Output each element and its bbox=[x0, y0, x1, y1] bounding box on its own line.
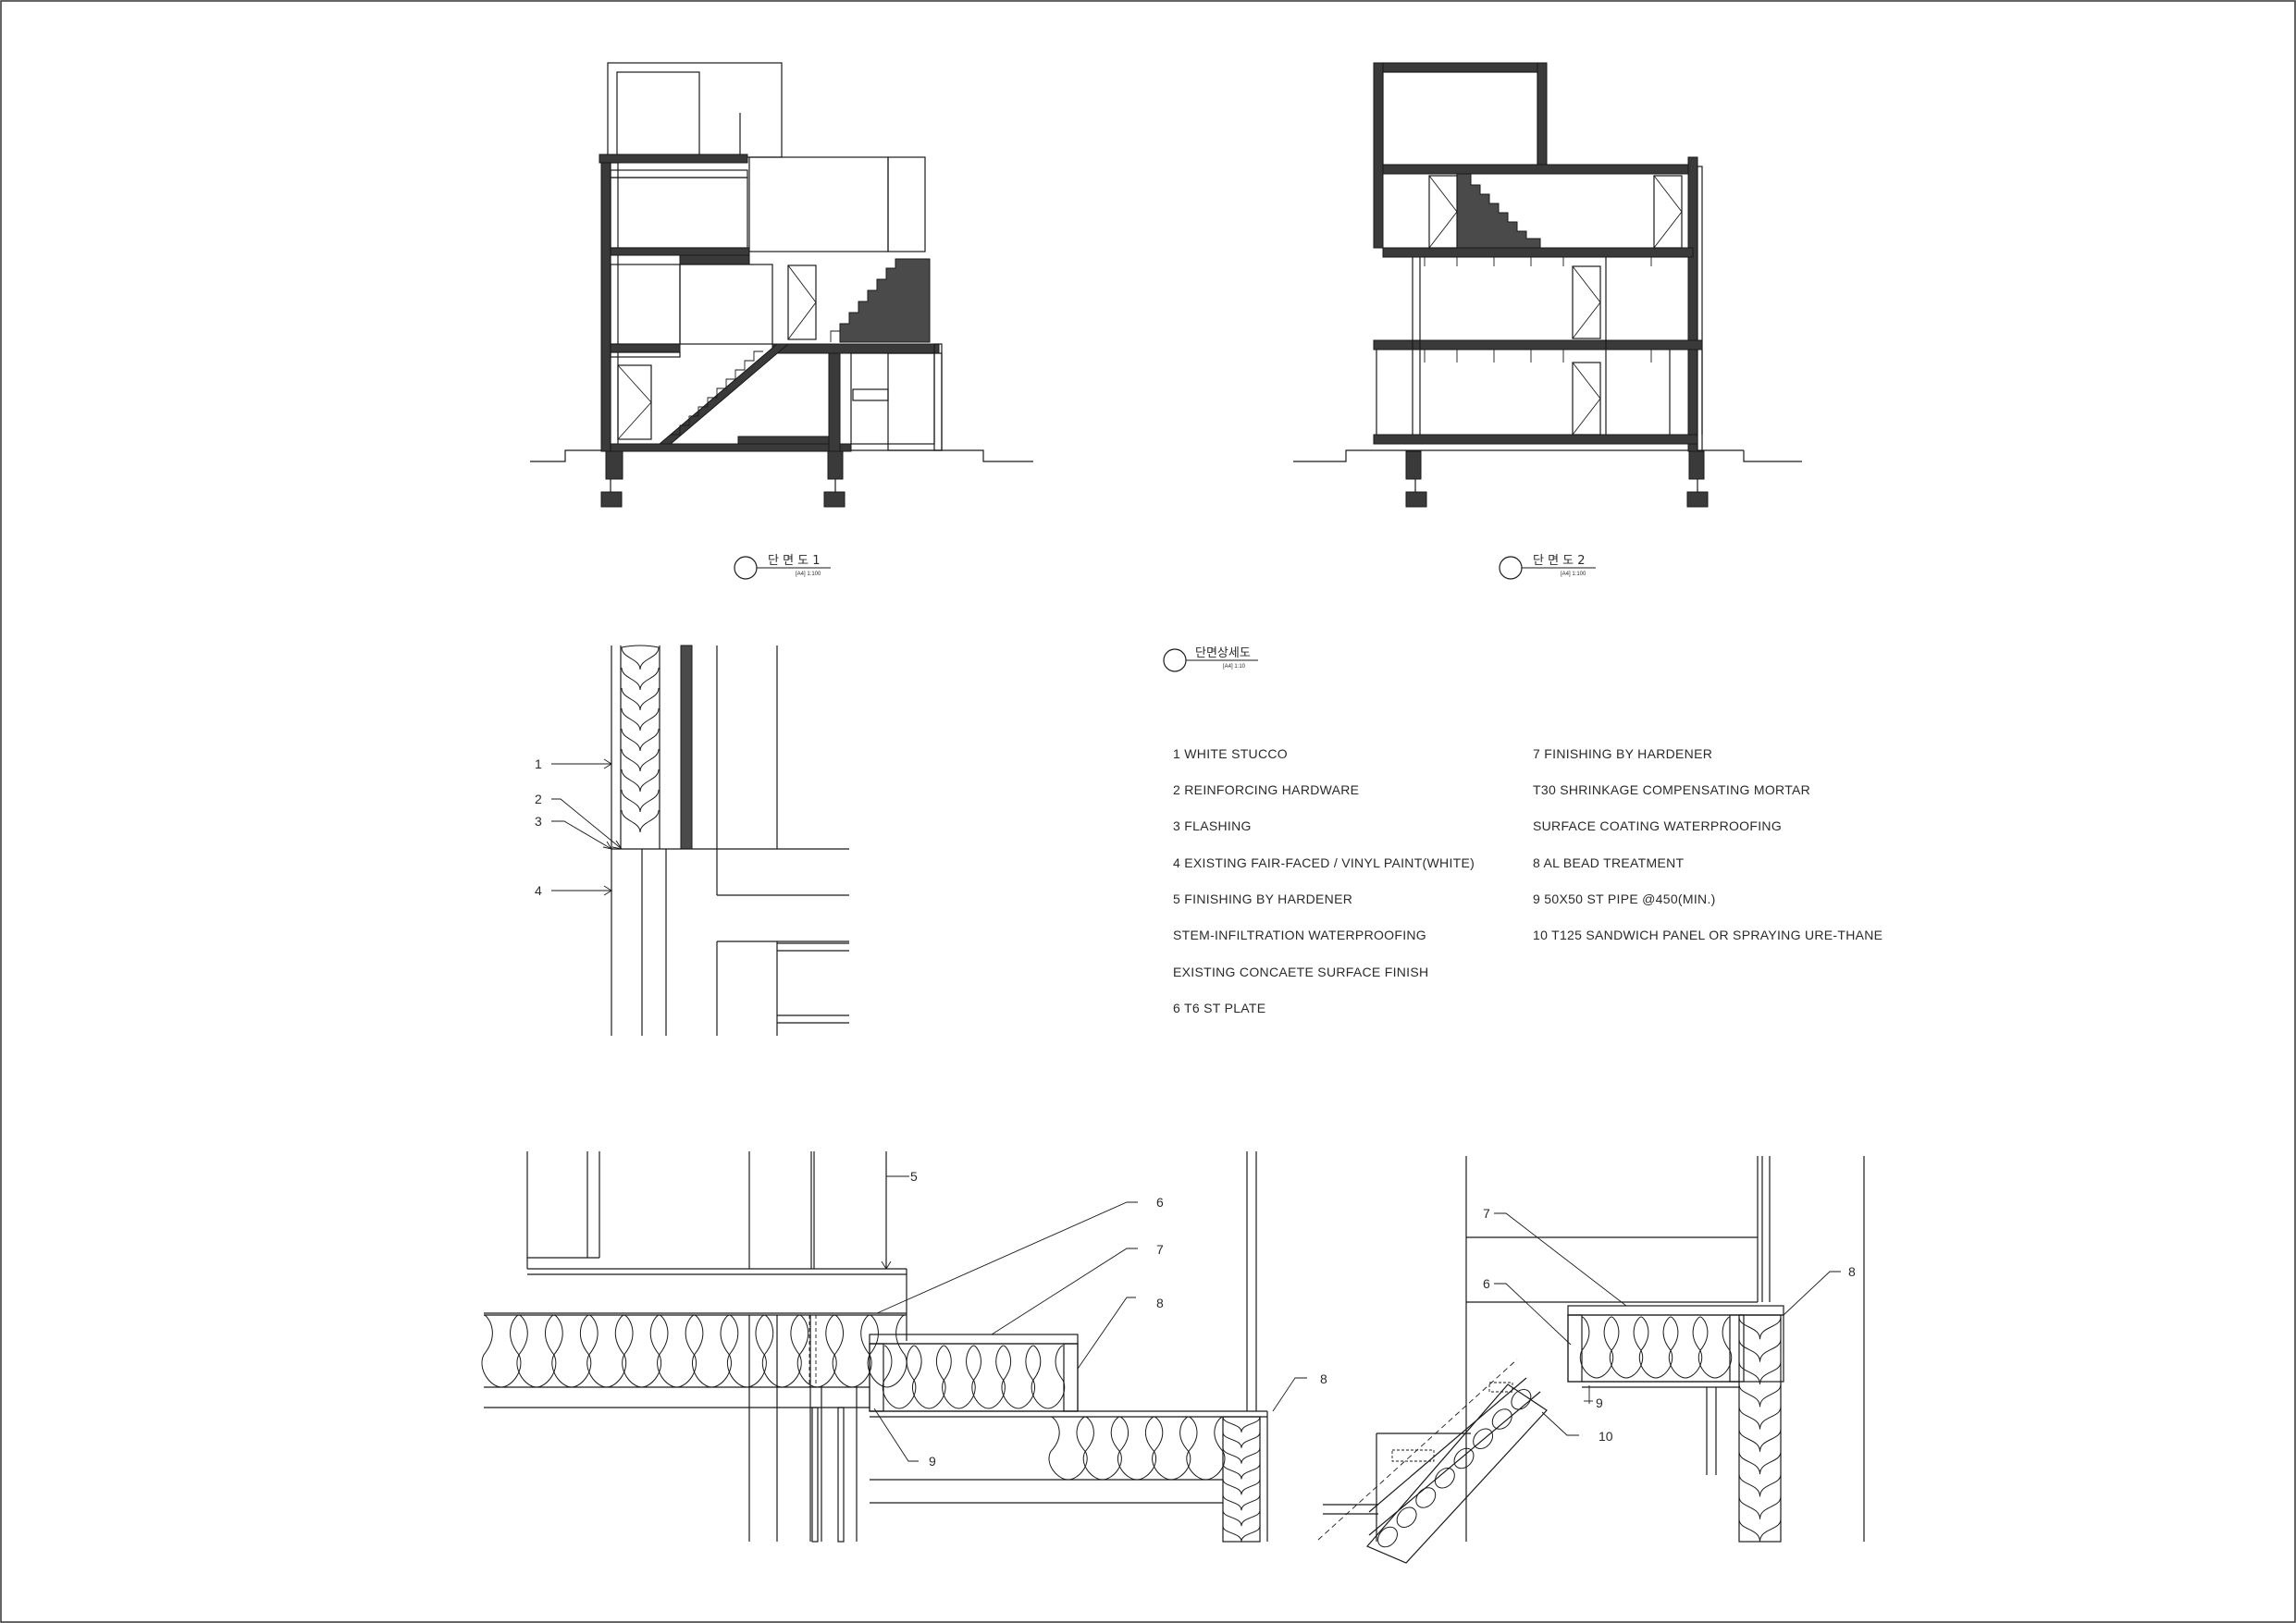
insulation-cell bbox=[1222, 1463, 1261, 1480]
wall-base-detail: 1 2 3 4 bbox=[535, 645, 849, 1036]
insulation-cell bbox=[1222, 1494, 1261, 1511]
insulation-cell bbox=[516, 1314, 557, 1388]
insulation-cell bbox=[832, 1314, 872, 1388]
insulation-cell bbox=[1396, 1506, 1417, 1529]
insulation-cell bbox=[1453, 1447, 1475, 1469]
section-2-title-text: 단 면 도 2 bbox=[1533, 554, 1586, 568]
insulation-cell bbox=[1738, 1496, 1782, 1519]
section-2-title: 단 면 도 2 [A4] 1:100 bbox=[1499, 554, 1596, 580]
insulation-cell bbox=[1434, 1467, 1455, 1489]
callout-8: 8 bbox=[1156, 1296, 1164, 1310]
insulation-cell bbox=[586, 1314, 627, 1388]
note-line: 9 50X50 ST PIPE @450(MIN.) bbox=[1533, 891, 1716, 906]
callout-1: 1 bbox=[535, 756, 542, 771]
stair-step-detail: 7 6 8 9 10 bbox=[1317, 1156, 1865, 1564]
callout-4: 4 bbox=[535, 883, 542, 898]
insulation-cell bbox=[1738, 1383, 1782, 1408]
insulation-cell bbox=[1222, 1432, 1261, 1448]
insulation-cell bbox=[1738, 1407, 1782, 1430]
note-line: 3 FLASHING bbox=[1173, 818, 1252, 833]
section-2-scale: [A4] 1:100 bbox=[1561, 572, 1586, 577]
callout-10: 10 bbox=[1599, 1429, 1613, 1444]
note-line: T30 SHRINKAGE COMPENSATING MORTAR bbox=[1533, 782, 1810, 797]
insulation-cell bbox=[1697, 1316, 1733, 1379]
note-line: STEM-INFILTRATION WATERPROOFING bbox=[1173, 928, 1426, 942]
callout-2: 2 bbox=[535, 792, 542, 806]
note-line: 5 FINISHING BY HARDENER bbox=[1173, 891, 1352, 906]
insulation-cell bbox=[1638, 1316, 1673, 1379]
insulation-cell bbox=[1511, 1388, 1532, 1410]
insulation-cell bbox=[1738, 1474, 1782, 1497]
insulation-cell bbox=[1048, 1416, 1088, 1481]
insulation-cell bbox=[727, 1314, 767, 1388]
insulation-cell bbox=[1031, 1345, 1066, 1409]
section-drawing-1 bbox=[530, 62, 1033, 508]
insulation-cell bbox=[1082, 1416, 1122, 1481]
insulation-cell bbox=[1222, 1526, 1261, 1543]
insulation-cell bbox=[1377, 1526, 1398, 1548]
note-line: 2 REINFORCING HARDWARE bbox=[1173, 782, 1359, 797]
note-line: EXISTING CONCAETE SURFACE FINISH bbox=[1173, 965, 1428, 979]
insulation-cell bbox=[1415, 1487, 1437, 1508]
callout-8b: 8 bbox=[1320, 1371, 1327, 1386]
insulation-cell bbox=[1473, 1428, 1494, 1450]
insulation-cell bbox=[1491, 1408, 1512, 1430]
insulation-cell bbox=[1117, 1416, 1156, 1481]
detail-scale: [A4] 1:10 bbox=[1223, 664, 1246, 670]
detail-title-text: 단면상세도 bbox=[1195, 646, 1251, 660]
insulation-cell bbox=[971, 1345, 1006, 1409]
note-line: SURFACE COATING WATERPROOFING bbox=[1533, 818, 1782, 833]
callout-9: 9 bbox=[929, 1454, 936, 1469]
callout-3: 3 bbox=[535, 814, 542, 829]
insulation-cell bbox=[1609, 1316, 1644, 1379]
insulation-cell bbox=[1152, 1416, 1191, 1481]
insulation-cell bbox=[692, 1314, 732, 1388]
insulation-cell bbox=[1186, 1416, 1226, 1481]
note-line: 8 AL BEAD TREATMENT bbox=[1533, 855, 1685, 870]
note-line: 6 T6 ST PLATE bbox=[1173, 1001, 1265, 1015]
insulation-cell bbox=[761, 1314, 802, 1388]
insulation-cell bbox=[551, 1314, 592, 1388]
callout-7: 7 bbox=[1156, 1242, 1164, 1257]
notes-right: 7 FINISHING BY HARDENER T30 SHRINKAGE CO… bbox=[1533, 746, 1882, 942]
insulation-cell bbox=[867, 1314, 907, 1388]
callout-7: 7 bbox=[1483, 1206, 1490, 1221]
insulation-cell bbox=[481, 1314, 522, 1388]
insulation-cell bbox=[882, 1345, 917, 1409]
insulation-cell bbox=[912, 1345, 946, 1409]
section-drawing-2 bbox=[1293, 62, 1802, 508]
note-line: 10 T125 SANDWICH PANEL OR SPRAYING URE-T… bbox=[1533, 928, 1882, 942]
section-1-title-text: 단 면 도 1 bbox=[768, 554, 821, 568]
section-1-title: 단 면 도 1 [A4] 1:100 bbox=[734, 554, 831, 580]
insulation-cell bbox=[657, 1314, 697, 1388]
insulation-cell bbox=[796, 1314, 837, 1388]
insulation-cell bbox=[1738, 1429, 1782, 1452]
callout-6: 6 bbox=[1483, 1276, 1490, 1291]
callout-5: 5 bbox=[910, 1169, 918, 1184]
callout-9: 9 bbox=[1596, 1396, 1603, 1410]
insulation-cell bbox=[622, 1314, 661, 1388]
callout-8: 8 bbox=[1848, 1264, 1856, 1279]
floor-step-detail: 5 6 7 8 8 9 bbox=[481, 1151, 1327, 1543]
note-line: 4 EXISTING FAIR-FACED / VINYL PAINT(WHIT… bbox=[1173, 855, 1475, 870]
note-line: 7 FINISHING BY HARDENER bbox=[1533, 746, 1712, 761]
insulation-cell bbox=[1738, 1339, 1782, 1362]
insulation-cell bbox=[1001, 1345, 1035, 1409]
insulation-cell bbox=[1738, 1451, 1782, 1475]
notes-left: 1 WHITE STUCCO 2 REINFORCING HARDWARE 3 … bbox=[1173, 746, 1475, 1015]
insulation-cell bbox=[1668, 1316, 1703, 1379]
insulation-cell bbox=[1738, 1361, 1782, 1384]
insulation-cell bbox=[1738, 1316, 1782, 1340]
callout-6: 6 bbox=[1156, 1195, 1164, 1210]
insulation-cell bbox=[1738, 1518, 1782, 1543]
detail-title: 단면상세도 [A4] 1:10 bbox=[1163, 646, 1258, 672]
insulation-cell bbox=[1579, 1316, 1614, 1379]
note-line: 1 WHITE STUCCO bbox=[1173, 746, 1288, 761]
insulation-cell bbox=[942, 1345, 976, 1409]
section-1-scale: [A4] 1:100 bbox=[796, 572, 821, 577]
